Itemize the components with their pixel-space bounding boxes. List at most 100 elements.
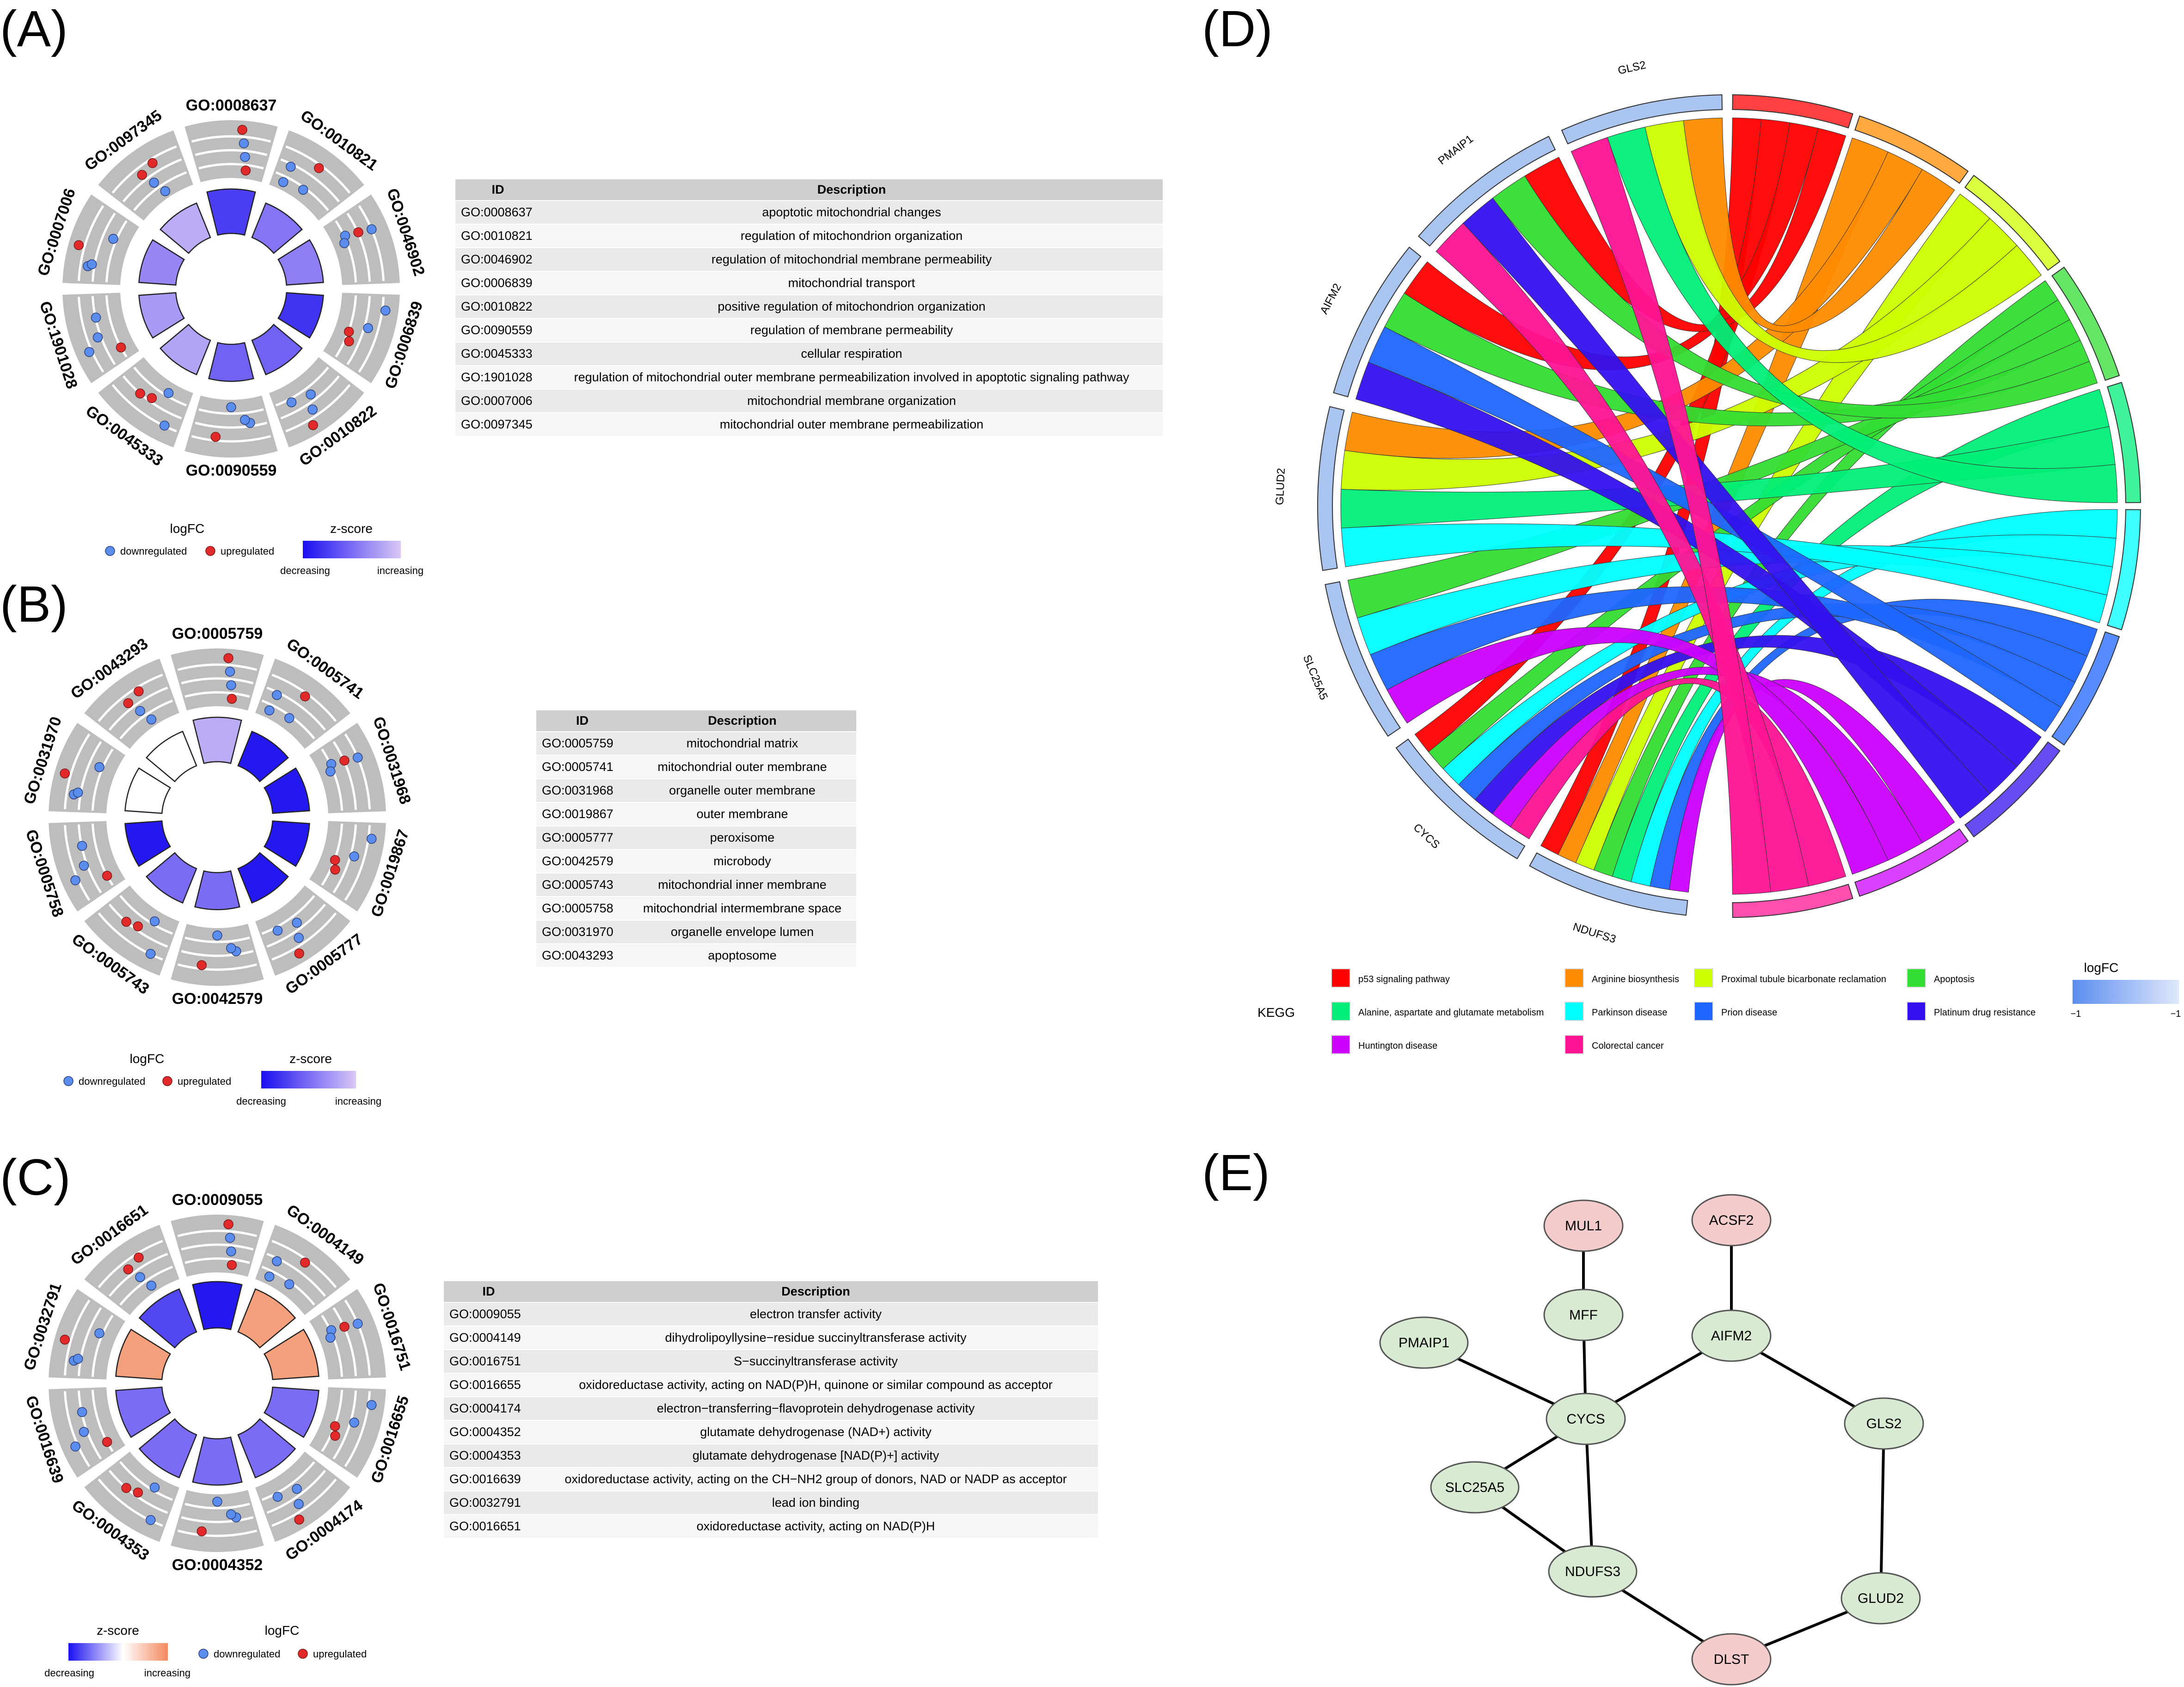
legend-a-z-bar	[303, 541, 401, 558]
zscore-bar	[146, 852, 197, 904]
go-sector: GO:0008637	[184, 97, 278, 236]
legend-c: z-score decreasing increasing logFC down…	[44, 1623, 367, 1679]
network-node-label: PMAIP1	[1399, 1335, 1449, 1351]
go-grid-ring	[177, 1229, 258, 1237]
go-sector: GO:0016751	[264, 1281, 414, 1380]
kegg-legend-label: Colorectal cancer	[1592, 1041, 1664, 1051]
network-edge	[1879, 1423, 1885, 1599]
go-grid-ring	[119, 1461, 173, 1501]
network-node	[1543, 1289, 1624, 1341]
gene-label: GLUD2	[1274, 468, 1288, 505]
network-node	[1543, 1199, 1624, 1252]
go-gene-dot	[330, 864, 340, 875]
go-gene-dot	[86, 259, 97, 269]
go-gene-dot	[226, 402, 236, 412]
go-grid-ring	[91, 213, 116, 282]
table-cell-id: GO:0005741	[536, 755, 628, 779]
go-sector-band	[255, 1451, 350, 1542]
table-cell-description: oxidoreductase activity, acting on NAD(P…	[534, 1373, 1098, 1397]
table-cell-description: lead ion binding	[534, 1491, 1098, 1515]
table-cell-id: GO:0032791	[444, 1491, 534, 1515]
kegg-legend-title: KEGG	[1258, 1005, 1295, 1020]
network-node-label: MFF	[1569, 1308, 1598, 1323]
go-gene-dot	[121, 917, 131, 927]
go-gene-dot	[330, 1421, 340, 1431]
go-grid-ring	[177, 1529, 258, 1537]
legend-b-up-dot	[162, 1076, 172, 1086]
go-sector: GO:0007006	[34, 186, 185, 286]
panel-e-label: (E)	[1202, 1144, 1270, 1201]
table-cell-description: microbody	[628, 849, 856, 873]
go-gene-dot	[306, 389, 316, 400]
go-gene-dot	[272, 1491, 283, 1502]
go-sector: GO:0005759	[171, 625, 264, 764]
legend-c-z-high: increasing	[144, 1667, 190, 1679]
table-cell-description: mitochondrial matrix	[628, 731, 856, 755]
zscore-bar	[192, 716, 242, 764]
kegg-legend-swatch	[1564, 1035, 1584, 1054]
go-grid-ring	[335, 220, 357, 283]
go-gene-dot	[123, 1264, 134, 1275]
legend-b-z-low: decreasing	[236, 1095, 286, 1107]
go-grid-ring	[98, 673, 163, 722]
gene-label: SLC25A5	[1301, 653, 1330, 702]
panel-c-label: (C)	[0, 1149, 71, 1206]
table-cell-description: dihydrolipoyllysine−residue succinyltran…	[534, 1326, 1098, 1350]
go-sector: GO:0009055	[171, 1191, 264, 1331]
go-gene-dot	[226, 680, 236, 691]
zscore-bar	[194, 870, 240, 911]
go-grid-ring	[77, 1307, 102, 1376]
go-category-label: GO:0008637	[186, 97, 277, 114]
go-grid-ring	[285, 384, 351, 433]
go-gene-dot	[240, 152, 250, 162]
network-node-label: GLS2	[1866, 1416, 1902, 1431]
table-cell-id: GO:0004352	[444, 1420, 534, 1444]
gene-arc	[1529, 852, 1688, 916]
go-gene-dot	[339, 238, 350, 248]
legend-c-z-title: z-score	[97, 1623, 139, 1638]
go-gene-dot	[116, 342, 126, 353]
go-gene-dot	[349, 1418, 359, 1428]
go-grid-ring	[119, 1265, 173, 1306]
legend-c-z-bar	[68, 1643, 168, 1661]
go-category-label: GO:0009055	[172, 1191, 263, 1209]
go-grid-ring	[91, 296, 116, 365]
go-gene-dot	[121, 1483, 131, 1493]
go-grid-ring	[177, 963, 258, 971]
table-cell-id: GO:0009055	[444, 1302, 534, 1326]
go-gene-dot	[223, 653, 233, 663]
chord-ribbon	[1571, 137, 1771, 895]
go-gene-dot	[339, 755, 350, 766]
network-node	[1844, 1397, 1924, 1450]
go-gene-dot	[308, 420, 318, 430]
go-gene-dot	[272, 690, 282, 700]
table-cell-id: GO:0016751	[444, 1349, 534, 1373]
go-gene-dot	[367, 224, 377, 234]
gene-arc	[1317, 406, 1345, 571]
table-cell-description: peroxisome	[628, 825, 856, 850]
go-grid-ring	[77, 741, 102, 810]
go-gene-dot	[227, 1260, 237, 1270]
go-gene-dot	[146, 714, 157, 725]
chord-ribbon	[1492, 666, 1923, 861]
network-node	[1840, 1572, 1921, 1625]
go-sector-band	[269, 357, 364, 447]
kegg-legend-swatch	[1907, 1002, 1926, 1021]
zscore-bar	[115, 1387, 171, 1438]
go-grid-ring	[332, 1307, 357, 1376]
pathway-arc	[1964, 175, 2061, 271]
legend-b: logFC downregulated upregulated z-score …	[63, 1051, 381, 1107]
go-grid-ring	[266, 1253, 326, 1297]
zscore-bar	[251, 202, 303, 254]
go-gene-dot	[84, 347, 94, 357]
legend-c-down-dot	[198, 1649, 209, 1659]
kegg-legend-swatch	[1564, 968, 1584, 988]
